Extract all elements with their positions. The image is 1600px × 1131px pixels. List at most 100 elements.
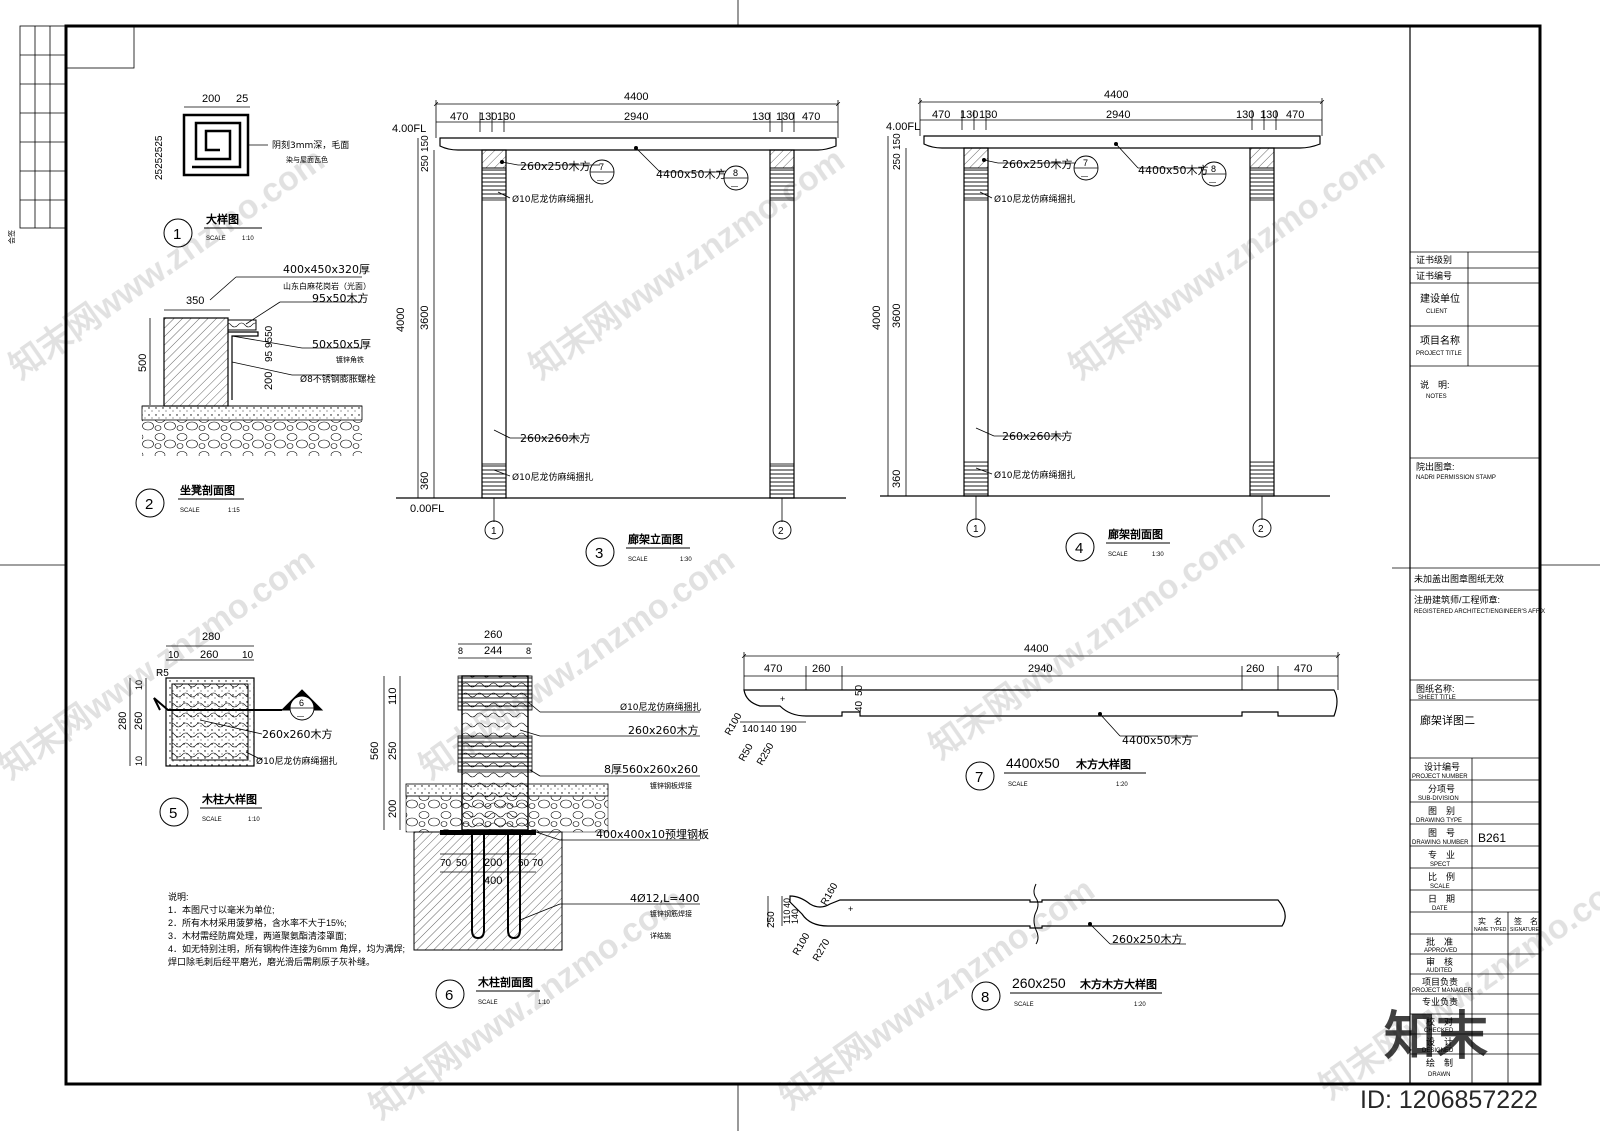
d7-title-small: 木方大样图 — [1075, 757, 1131, 771]
d7-title-big: 4400x50 — [1006, 755, 1060, 771]
d1-dim-200: 200 — [202, 93, 220, 105]
d8-radius-3: R270 — [811, 937, 833, 964]
d4-seg-2: 130 — [960, 109, 978, 121]
notes-heading: 说明: — [168, 891, 189, 902]
tb-sig-6-cn: 绘 制 — [1426, 1057, 1453, 1068]
d3-title: 廊架立面图 — [628, 532, 683, 546]
d3-scale-label: SCALE — [628, 557, 648, 563]
d1-scale-label: SCALE — [206, 236, 226, 242]
d3-axis-2 — [772, 520, 792, 540]
d1-dim-25: 25 — [236, 93, 248, 105]
d4-vdim-3600: 3600 — [891, 304, 903, 328]
d3-callout-8-top: 8 — [733, 168, 738, 178]
d6-gravel — [405, 795, 609, 833]
d2-small-dim: 95 — [264, 350, 275, 362]
tb-cert-level: 证书级别 — [1416, 254, 1452, 265]
d4-number-circle — [1065, 532, 1095, 562]
d6-scale-label: SCALE — [478, 1000, 498, 1006]
tb-sig-head-1-en: SIGNATURE — [1510, 927, 1539, 933]
d6-vdim-200: 200 — [387, 800, 399, 818]
d4-callout-8-bot: — — [1209, 179, 1216, 186]
tb-row-4-en: SPECT — [1430, 862, 1450, 868]
d4-callout-7-bot: — — [1081, 173, 1088, 180]
tb-client-cn: 建设单位 — [1420, 292, 1460, 305]
d4-note-4: 260x260木方 — [1002, 429, 1073, 443]
countersign-label: 会签 — [7, 230, 16, 244]
tb-registered-en: REGISTERED ARCHITECT/ENGINEER'S AFFIX — [1414, 609, 1545, 615]
d2-number-circle — [135, 488, 165, 518]
d4-scale-label: SCALE — [1108, 552, 1128, 558]
d3-top-beam — [439, 137, 837, 151]
d1-number: 1 — [173, 226, 181, 243]
d7-vd-50: 50 — [854, 684, 865, 696]
d1-title: 大样图 — [206, 212, 239, 226]
d7-seg-2: 260 — [812, 663, 830, 675]
d8-title-big: 260x250 — [1012, 975, 1066, 991]
tb-sig-head-1-cn: 签 名 — [1514, 916, 1538, 926]
d6-side-r: 8 — [526, 646, 531, 656]
d5-r-label: R5 — [156, 668, 169, 679]
d6-note-2: 260x260木方 — [628, 723, 699, 737]
d7-number-circle — [965, 761, 995, 791]
notes-line-3: 3．木材需经防腐处理，两道聚氨酯清漆罩面; — [168, 930, 347, 941]
svg-text:+: + — [780, 694, 785, 704]
tb-sig-2-cn: 项目负责 — [1422, 976, 1458, 987]
tb-sig-head-0-en: NAME TYPED — [1474, 927, 1507, 933]
svg-text:+: + — [848, 904, 853, 914]
tb-sig-5-en: DESIGNED — [1422, 1048, 1454, 1054]
d7-small-2: 140 — [760, 724, 777, 735]
tb-row-2-en: DRAWING TYPE — [1416, 818, 1462, 824]
d8-vd-250: 250 — [766, 911, 777, 928]
d6-total: 260 — [484, 629, 502, 641]
d6-note-4: 镀锌钢板焊接 — [650, 781, 692, 790]
d7-radius-2: R50 — [737, 742, 756, 764]
d1-fret-pattern — [182, 113, 250, 177]
d7-seg-4: 260 — [1246, 663, 1264, 675]
d7-number: 7 — [975, 769, 983, 786]
d5-note-2: Ø10尼龙仿麻绳捆扎 — [256, 755, 338, 767]
d8-beam-profile — [789, 895, 1286, 929]
d3-number-circle — [585, 537, 615, 567]
d5-title: 木柱大样图 — [201, 792, 257, 806]
d8-number: 8 — [981, 989, 989, 1006]
d7-vd-40: 40 — [854, 700, 865, 712]
d2-side-dim: 200 — [263, 372, 275, 390]
d2-gravel-bed — [142, 420, 362, 456]
d6-bseg-3: 200 — [484, 857, 502, 869]
d4-top-beam — [923, 135, 1321, 149]
d7-scale-label: SCALE — [1008, 782, 1028, 788]
d3-vdim-360: 360 — [419, 472, 431, 490]
d3-seg-7: 470 — [802, 111, 820, 123]
d3-callout-7-top: 7 — [599, 162, 604, 172]
d4-note-1: 260x250木方 — [1002, 157, 1073, 171]
d8-vd-40: 40 — [782, 898, 792, 908]
tb-row-3-en: DRAWING NUMBER — [1412, 840, 1469, 846]
tb-row-6-cn: 日 期 — [1428, 894, 1455, 904]
notes-line-1: 1．本图尺寸以毫米为单位; — [168, 904, 275, 915]
d6-note-8: 详结施 — [650, 931, 671, 940]
d7-beam-profile — [743, 689, 1338, 717]
title-block — [1392, 26, 1540, 1084]
d7-small-3: 190 — [780, 724, 797, 735]
d3-callout-7-bot: — — [597, 177, 604, 184]
d1-scale: 1:10 — [242, 236, 254, 242]
d7-seg-3: 2940 — [1028, 663, 1052, 675]
watermark-layer: 知末网www.znzmo.com 知末网www.znzmo.com 知末网www… — [0, 141, 1600, 1127]
tb-project-cn: 项目名称 — [1420, 334, 1460, 347]
d6-title: 木柱剖面图 — [477, 975, 533, 989]
d6-bseg-1: 70 — [440, 858, 452, 869]
d2-width: 350 — [186, 295, 204, 307]
tb-sig-4-cn: 校 对 — [1426, 1016, 1453, 1027]
d2-note-2: 山东白麻花岗岩（光面） — [283, 281, 371, 291]
d2-wood-strip — [227, 319, 257, 331]
d7-seg-5: 470 — [1294, 663, 1312, 675]
d2-note-3: 95x50木方 — [312, 291, 369, 305]
d5-seg-2: 260 — [200, 649, 218, 661]
d4-vdim-250: 250 — [892, 153, 903, 170]
d4-seg-5: 130 — [1236, 109, 1254, 121]
d3-note-4: 260x260木方 — [520, 431, 591, 445]
tb-client-en: CLIENT — [1426, 309, 1448, 315]
tb-row-5-cn: 比 例 — [1428, 871, 1455, 882]
d4-seg-3: 130 — [979, 109, 997, 121]
